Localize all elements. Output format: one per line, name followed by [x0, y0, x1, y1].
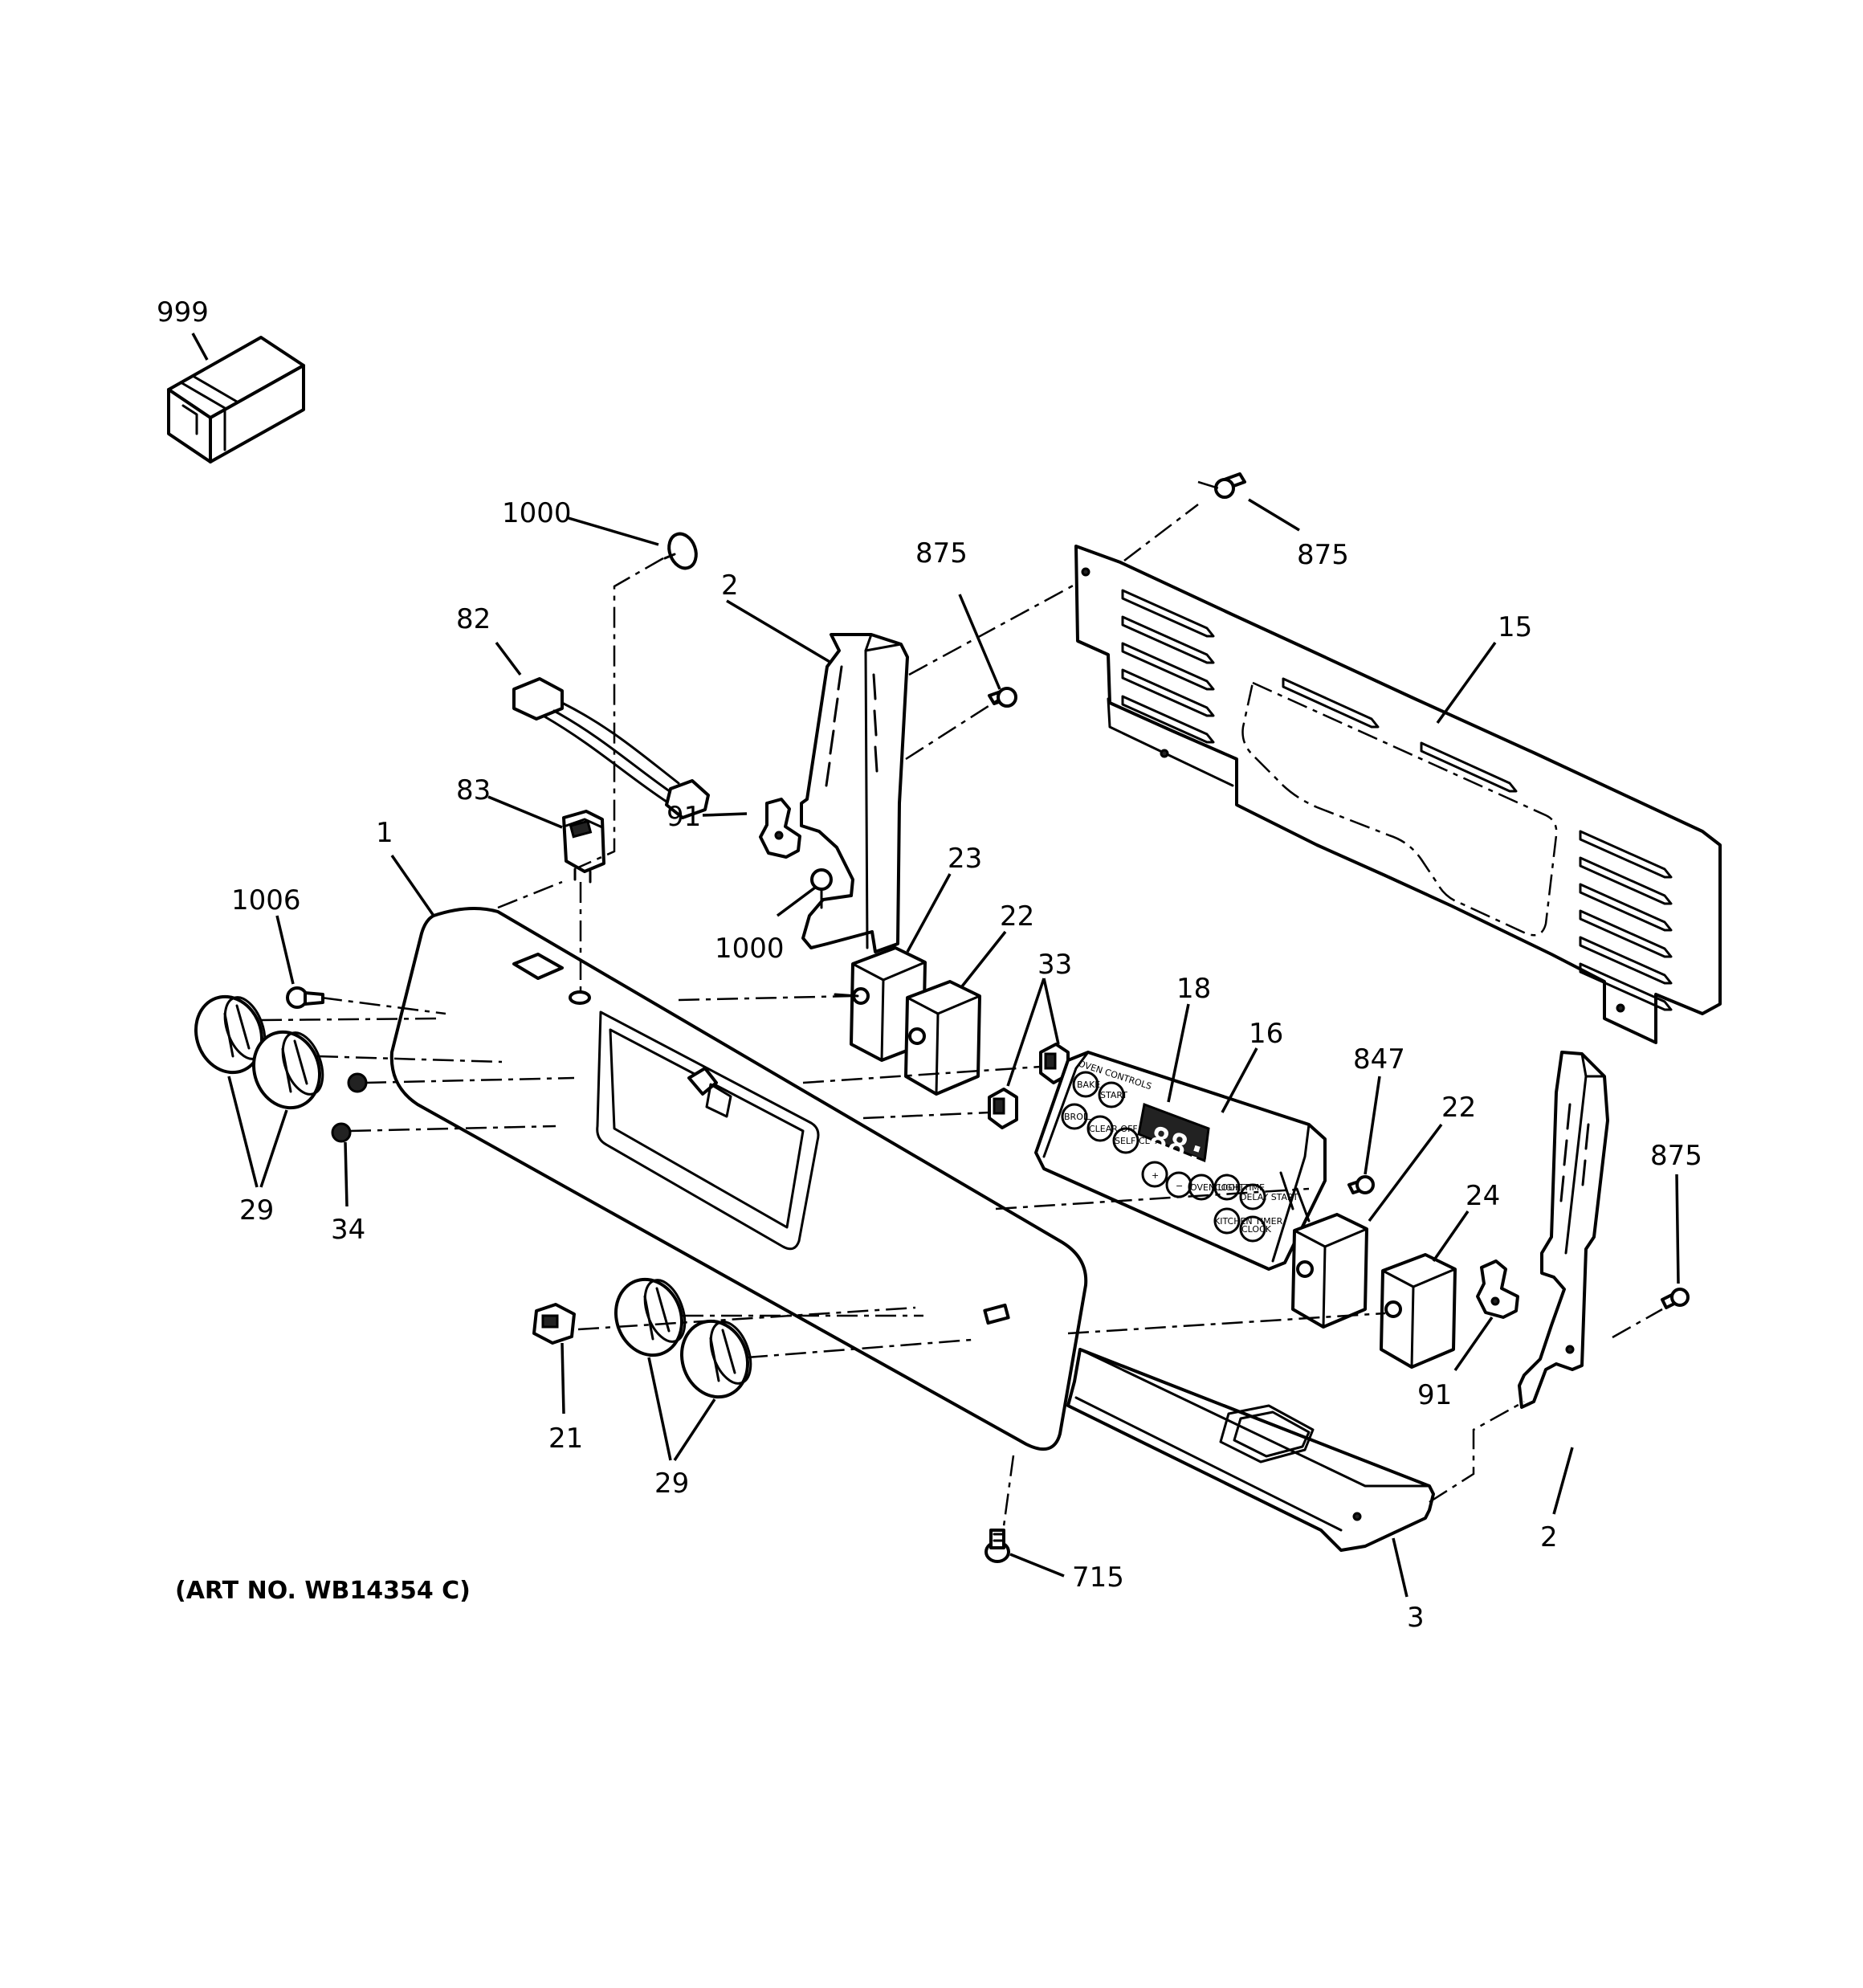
part-2-left-bracket: [800, 633, 909, 953]
callout-715: 715: [1072, 1561, 1124, 1594]
part-22-infinite-switch-upper: [904, 980, 981, 1096]
key-clock: CLOCK: [1241, 1224, 1272, 1235]
part-29-knob-left-2: [251, 1030, 324, 1110]
part-875-screw-right: [1661, 1288, 1690, 1309]
callout-1000-lower: 1000: [715, 933, 785, 965]
callout-2-right: 2: [1540, 1521, 1558, 1553]
part-999-box: [167, 336, 305, 463]
callout-91-lower: 91: [1417, 1379, 1452, 1411]
callout-22-lower: 22: [1441, 1092, 1476, 1124]
part-1-control-panel: [389, 907, 1088, 1451]
callout-83: 83: [456, 774, 491, 806]
key-minus: −: [1176, 1181, 1183, 1191]
callout-2-left: 2: [721, 569, 739, 602]
key-cook-time: COOK TIME: [1215, 1182, 1265, 1193]
part-2-right-bracket: [1518, 1051, 1609, 1409]
part-847-screw: [1347, 1175, 1375, 1194]
part-34-grommet-a: [347, 1072, 368, 1093]
callout-16: 16: [1249, 1018, 1283, 1050]
callout-1006: 1006: [231, 884, 301, 916]
key-broil: BROIL: [1064, 1112, 1091, 1122]
part-875-screw-top: [1214, 472, 1246, 499]
key-oven-light: OVEN LIGHT: [1190, 1182, 1245, 1193]
key-start: START: [1100, 1090, 1127, 1100]
part-875-screw-mid: [988, 687, 1017, 708]
callout-1: 1: [376, 817, 393, 849]
part-24-infinite-switch: [1380, 1253, 1457, 1369]
callout-1000-upper: 1000: [502, 497, 572, 529]
callout-875-right: 875: [1650, 1140, 1702, 1172]
membrane-keys: [1061, 1071, 1266, 1243]
callout-3: 3: [1407, 1602, 1425, 1634]
part-16-electronic-control: OVEN CONTROLS BAKE START BROIL CLEAR OFF…: [1034, 1051, 1327, 1271]
key-delay-start: DELAY START: [1240, 1192, 1298, 1202]
art-number: (ART NO. WB14354 C): [175, 1577, 471, 1605]
part-29-knob-bottom-2: [679, 1319, 752, 1399]
part-83-switch: [562, 810, 605, 884]
part-29-knob-bottom-1: [614, 1277, 687, 1357]
key-plus: +: [1152, 1170, 1159, 1181]
callout-82: 82: [456, 603, 491, 635]
part-22-infinite-switch-lower: [1291, 1213, 1368, 1329]
callout-847: 847: [1353, 1043, 1405, 1076]
callout-875-upper-left: 875: [915, 537, 968, 569]
part-1000-screw-lower: [810, 868, 833, 909]
callout-91-upper: 91: [667, 801, 701, 833]
assembly-lines: [260, 480, 1663, 1527]
part-82-wire-harness: [512, 677, 710, 819]
key-clear-off: CLEAR OFF: [1089, 1124, 1138, 1134]
part-15-rear-panel: [1074, 545, 1722, 1044]
leader-lines: [191, 333, 1680, 1598]
key-kitchen-timer: KITCHEN TIMER: [1214, 1216, 1283, 1227]
callout-875-upper-right: 875: [1297, 539, 1349, 571]
callout-labels: 999 1000 82 2 875 875 15 83 1 91 1000 23…: [157, 296, 1702, 1634]
part-1006-screw: [286, 986, 324, 1009]
callout-999: 999: [157, 296, 209, 329]
part-33-switch-b: [988, 1088, 1018, 1129]
callout-29-left: 29: [239, 1194, 274, 1227]
key-bake: BAKE: [1077, 1080, 1100, 1090]
part-91-clip-upper: [759, 798, 801, 859]
callout-15: 15: [1498, 611, 1532, 643]
part-21-switch: [532, 1303, 576, 1345]
part-1000-screw-upper: [663, 532, 698, 570]
callout-22-upper: 22: [1000, 900, 1034, 933]
callout-18: 18: [1176, 973, 1211, 1005]
callout-33: 33: [1037, 949, 1072, 981]
callout-29-bottom: 29: [654, 1468, 689, 1500]
part-3-trim: [1066, 1348, 1435, 1552]
callout-24: 24: [1466, 1180, 1500, 1212]
callout-23: 23: [948, 843, 982, 875]
callout-21: 21: [548, 1423, 583, 1455]
part-34-grommet-b: [331, 1122, 352, 1143]
part-715-screw: [984, 1529, 1010, 1563]
part-91-clip-lower: [1476, 1259, 1519, 1319]
callout-34: 34: [331, 1214, 365, 1246]
